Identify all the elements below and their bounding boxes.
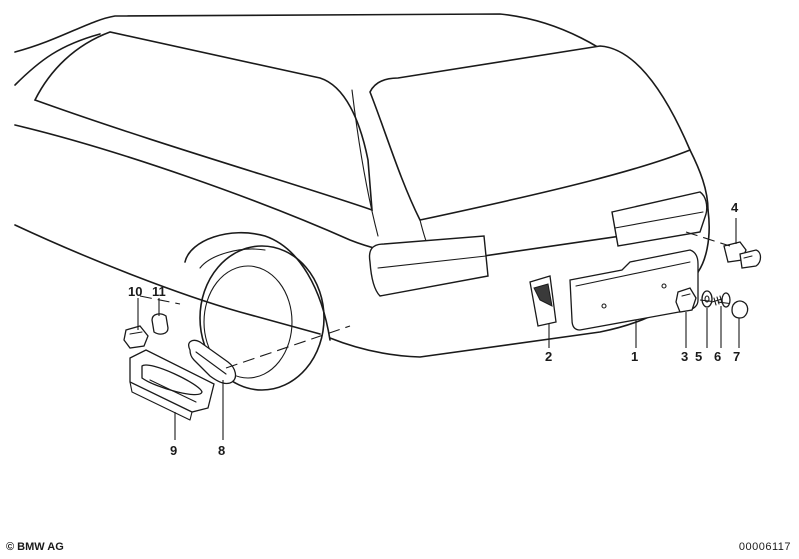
callout-7: 7 — [733, 349, 740, 364]
callout-9: 9 — [170, 443, 177, 458]
callout-4: 4 — [731, 200, 739, 215]
part-1-plate-base — [569, 249, 699, 331]
callout-2: 2 — [545, 349, 552, 364]
tail-lamp-right — [611, 191, 708, 247]
callout-11: 11 — [152, 284, 166, 299]
callout-3: 3 — [681, 349, 688, 364]
part-4-clip — [723, 241, 762, 269]
callout-5: 5 — [695, 349, 702, 364]
part-10-bulb-socket — [123, 325, 149, 349]
part-6-screw — [711, 292, 731, 308]
assembly-lines — [139, 231, 735, 369]
callout-1: 1 — [631, 349, 638, 364]
part-3-expanding-nut — [675, 287, 697, 313]
part-11-bulb — [151, 313, 169, 335]
tail-lamp-left — [368, 235, 489, 297]
document-number: 00006117 — [738, 541, 791, 553]
rear-wheel — [184, 232, 331, 391]
part-9-lamp-frame — [129, 349, 215, 421]
part-8-gasket — [188, 339, 237, 385]
callout-8: 8 — [218, 443, 225, 458]
copyright-text: © BMW AG — [6, 541, 64, 553]
part-2-bracket — [529, 275, 557, 327]
part-7-cap — [731, 300, 749, 319]
part-5-washer — [701, 290, 713, 308]
callout-6: 6 — [714, 349, 721, 364]
leader-lines — [137, 218, 740, 440]
callout-10: 10 — [128, 284, 142, 299]
